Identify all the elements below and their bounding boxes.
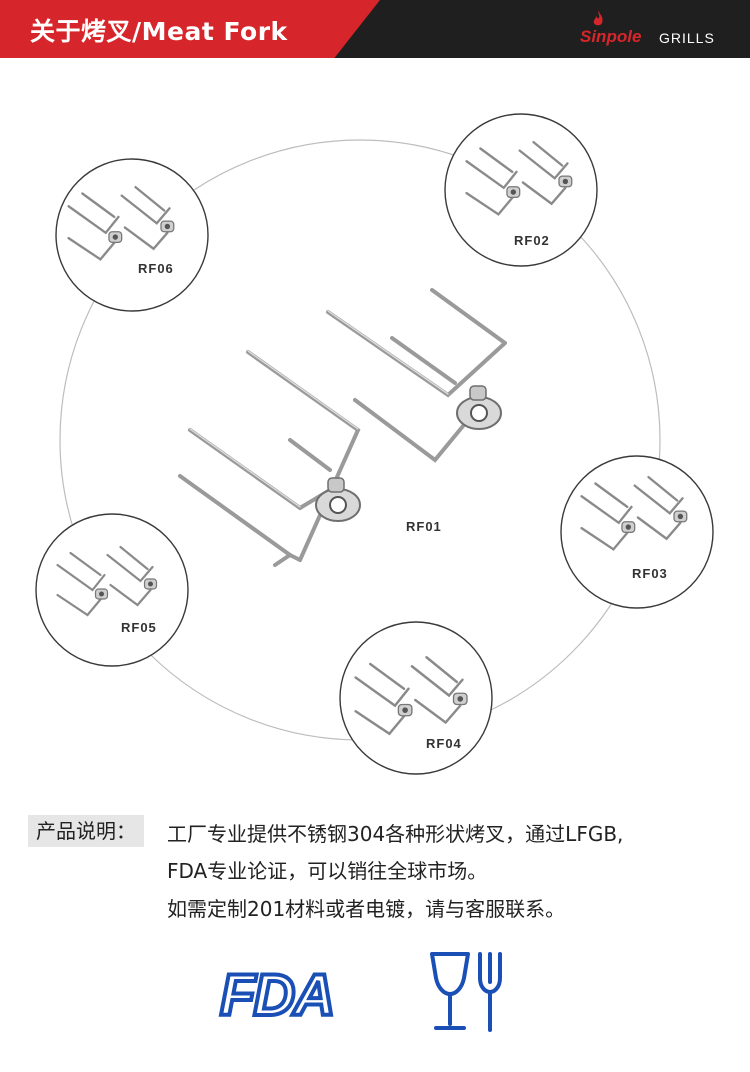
description-line-2: FDA专业论证，可以销往全球市场。 [167, 859, 488, 883]
label-rf02: RF02 [514, 233, 550, 248]
fda-logo: FDA [218, 961, 337, 1022]
page-title: 关于烤叉/Meat Fork [30, 17, 288, 46]
fork-rf01-clamps [315, 385, 502, 522]
circle-rf05 [35, 513, 189, 667]
label-rf01: RF01 [406, 519, 442, 534]
logo-brand-text: Sinpole [580, 27, 642, 46]
description-label: 产品说明： [28, 815, 144, 847]
label-rf05: RF05 [121, 620, 157, 635]
logo-grills-text: GRILLS [659, 30, 715, 46]
label-rf04: RF04 [426, 736, 462, 751]
diagram-canvas [35, 113, 714, 775]
circle-rf04 [339, 621, 493, 775]
circle-rf06 [55, 158, 209, 312]
circle-rf02 [444, 113, 598, 267]
fork-rf01-image [178, 288, 507, 567]
flame-icon [593, 10, 603, 26]
label-rf06: RF06 [138, 261, 174, 276]
description-line-3: 如需定制201材料或者电镀，请与客服联系。 [167, 897, 566, 921]
header-red-band [0, 0, 380, 58]
fda-mark-text: FDA [220, 963, 333, 1022]
label-rf03: RF03 [632, 566, 668, 581]
fork-diagram: RF01 RF02 RF03 RF04 RF05 RF06 [0, 58, 750, 798]
description-line-1: 工厂专业提供不锈钢304各种形状烤叉，通过LFGB, [167, 822, 624, 846]
circle-rf03 [560, 455, 714, 609]
brand-logo: Sinpole GRILLS [580, 10, 730, 50]
food-safe-glass-fork-icon [430, 952, 502, 1032]
header-bar: 关于烤叉/Meat Fork Sinpole GRILLS [0, 0, 750, 58]
